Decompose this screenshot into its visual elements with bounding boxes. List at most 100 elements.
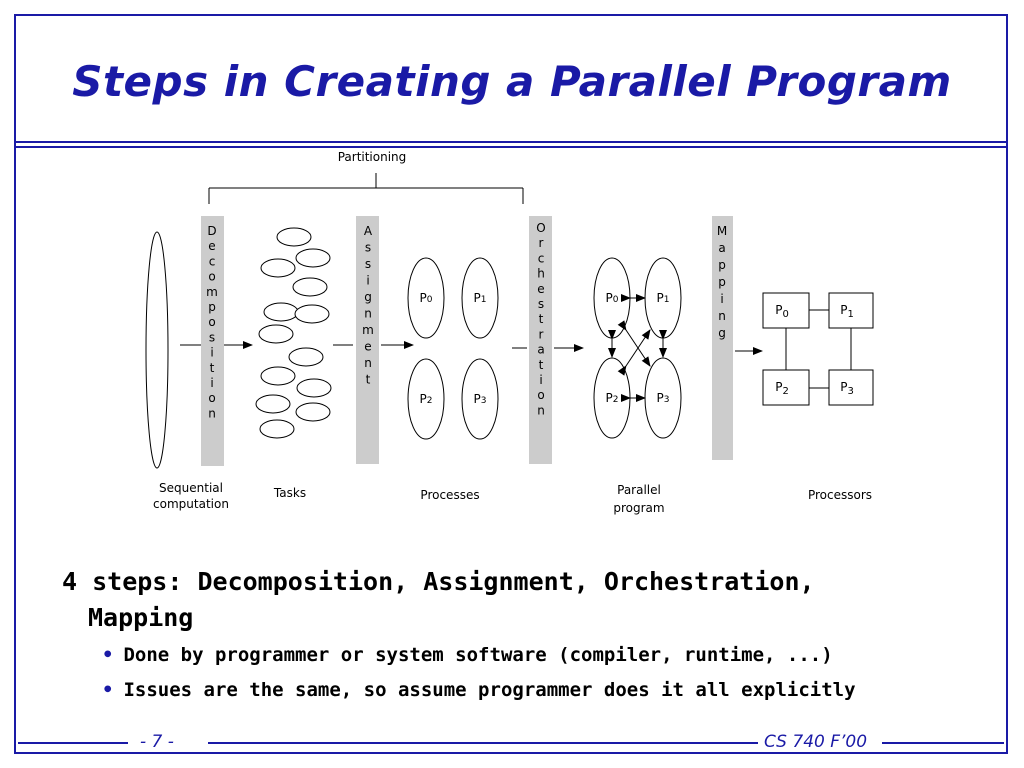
processor-p3 xyxy=(828,369,874,406)
parallel-p3-label: P3 xyxy=(657,391,670,405)
footer-rule-left xyxy=(18,742,128,744)
process-p2 xyxy=(407,358,445,440)
orchestration-letter: e xyxy=(537,282,544,296)
footer-rule-right xyxy=(882,742,1004,744)
task-ellipse xyxy=(295,402,331,422)
bullet-dot: • xyxy=(102,644,114,666)
task-ellipse xyxy=(292,277,328,297)
assignment-letter: s xyxy=(365,241,371,255)
decomposition-letter: c xyxy=(209,254,216,268)
mapping-letter: p xyxy=(718,258,726,272)
caption-processors: Processors xyxy=(808,488,872,502)
orchestration-letter: n xyxy=(537,403,545,417)
main-bullet-line1: 4 steps: Decomposition, Assignment, Orch… xyxy=(62,567,815,596)
sub-bullet-2-text: Issues are the same, so assume programme… xyxy=(123,679,856,701)
decomposition-letter: o xyxy=(208,391,215,405)
orchestration-letter: i xyxy=(539,373,542,387)
decomposition-letters: Decomposition xyxy=(206,224,218,420)
process-p1-label: P1 xyxy=(474,291,487,305)
process-p3-label: P3 xyxy=(474,392,487,406)
mapping-letter: i xyxy=(720,292,723,306)
orchestration-letter: r xyxy=(539,327,544,341)
decomposition-letter: i xyxy=(210,346,213,360)
process-p1 xyxy=(461,257,499,339)
process-p2-label: P2 xyxy=(420,392,433,406)
bullet-dot: • xyxy=(102,679,114,701)
sub-bullet-1-text: Done by programmer or system software (c… xyxy=(123,644,833,666)
task-ellipse xyxy=(294,304,330,324)
orchestration-letter: h xyxy=(537,267,545,281)
decomposition-letter: p xyxy=(208,300,216,314)
decomposition-bar xyxy=(201,216,224,466)
orchestration-bar xyxy=(529,216,552,464)
task-ellipse xyxy=(296,378,332,398)
caption-parallel-1: Parallel xyxy=(617,483,661,497)
task-ellipse xyxy=(255,394,291,414)
assignment-letters: Assignment xyxy=(362,224,374,387)
orchestration-letter: t xyxy=(539,312,544,326)
main-bullet: 4 steps: Decomposition, Assignment, Orch… xyxy=(62,564,962,636)
mapping-letters: Mapping xyxy=(717,224,727,340)
processor-p2 xyxy=(762,369,810,406)
assignment-letter: i xyxy=(366,274,369,288)
assignment-letter: t xyxy=(366,373,371,387)
task-ellipse xyxy=(260,366,296,386)
decomposition-letter: o xyxy=(208,270,215,284)
caption-sequential-2: computation xyxy=(153,497,229,511)
assignment-letter: m xyxy=(362,323,374,337)
orchestration-letter: c xyxy=(538,251,545,265)
assignment-letter: s xyxy=(365,257,371,271)
processor-p0-label: P0 xyxy=(775,303,789,320)
task-ellipse xyxy=(263,302,299,322)
process-p0-label: P0 xyxy=(420,291,433,305)
parallel-p1-label: P1 xyxy=(657,291,670,305)
decomposition-letter: n xyxy=(208,406,216,420)
orchestration-letter: t xyxy=(539,358,544,372)
processor-p3-label: P3 xyxy=(840,380,854,397)
orchestration-letter: a xyxy=(537,343,544,357)
task-ellipse xyxy=(276,227,312,247)
process-p3 xyxy=(461,358,499,440)
assignment-bar xyxy=(356,216,379,464)
processor-p1-label: P1 xyxy=(840,303,854,320)
page-number: - 7 - xyxy=(136,732,178,752)
mapping-letter: a xyxy=(718,241,725,255)
title-rule-bottom xyxy=(14,146,1008,148)
caption-tasks: Tasks xyxy=(273,486,306,500)
task-ellipse xyxy=(288,347,324,367)
task-ellipse xyxy=(295,248,331,268)
partitioning-label: Partitioning xyxy=(338,150,407,164)
assignment-letter: n xyxy=(364,356,372,370)
assignment-letter: n xyxy=(364,307,372,321)
processors-group: P0 P1 P2 P3 xyxy=(762,292,874,406)
slide-title: Steps in Creating a Parallel Program xyxy=(72,57,952,106)
assignment-letter: A xyxy=(364,224,373,238)
decomposition-letter: D xyxy=(207,224,216,238)
caption-parallel-2: program xyxy=(613,501,664,515)
task-ellipses xyxy=(255,227,332,439)
orchestration-letter: r xyxy=(539,236,544,250)
parallel-program-group: P0 P1 P2 P3 xyxy=(593,257,682,439)
sub-bullet-1: • Done by programmer or system software (… xyxy=(102,644,833,666)
parallel-p0-label: P0 xyxy=(606,291,619,305)
mapping-letter: g xyxy=(718,326,726,340)
orchestration-letters: Orchestration xyxy=(536,221,545,417)
footer-rule-middle xyxy=(208,742,758,744)
mapping-letter: p xyxy=(718,275,726,289)
decomposition-letter: t xyxy=(210,361,215,375)
task-ellipse xyxy=(259,419,295,439)
orchestration-letter: O xyxy=(536,221,545,235)
caption-sequential-1: Sequential xyxy=(159,481,223,495)
decomposition-letter: m xyxy=(206,285,218,299)
sub-bullet-2: • Issues are the same, so assume programm… xyxy=(102,679,856,701)
sequential-computation-ellipse xyxy=(145,231,169,469)
processor-p2-label: P2 xyxy=(775,380,789,397)
orchestration-letter: s xyxy=(538,297,544,311)
diagram-svg: Partitioning Decomposition Assignment Or… xyxy=(145,150,874,515)
caption-processes: Processes xyxy=(420,488,479,502)
assignment-letter: g xyxy=(364,290,372,304)
main-bullet-line2: Mapping xyxy=(88,603,194,632)
orchestration-letter: o xyxy=(537,388,544,402)
assignment-letter: e xyxy=(364,340,371,354)
